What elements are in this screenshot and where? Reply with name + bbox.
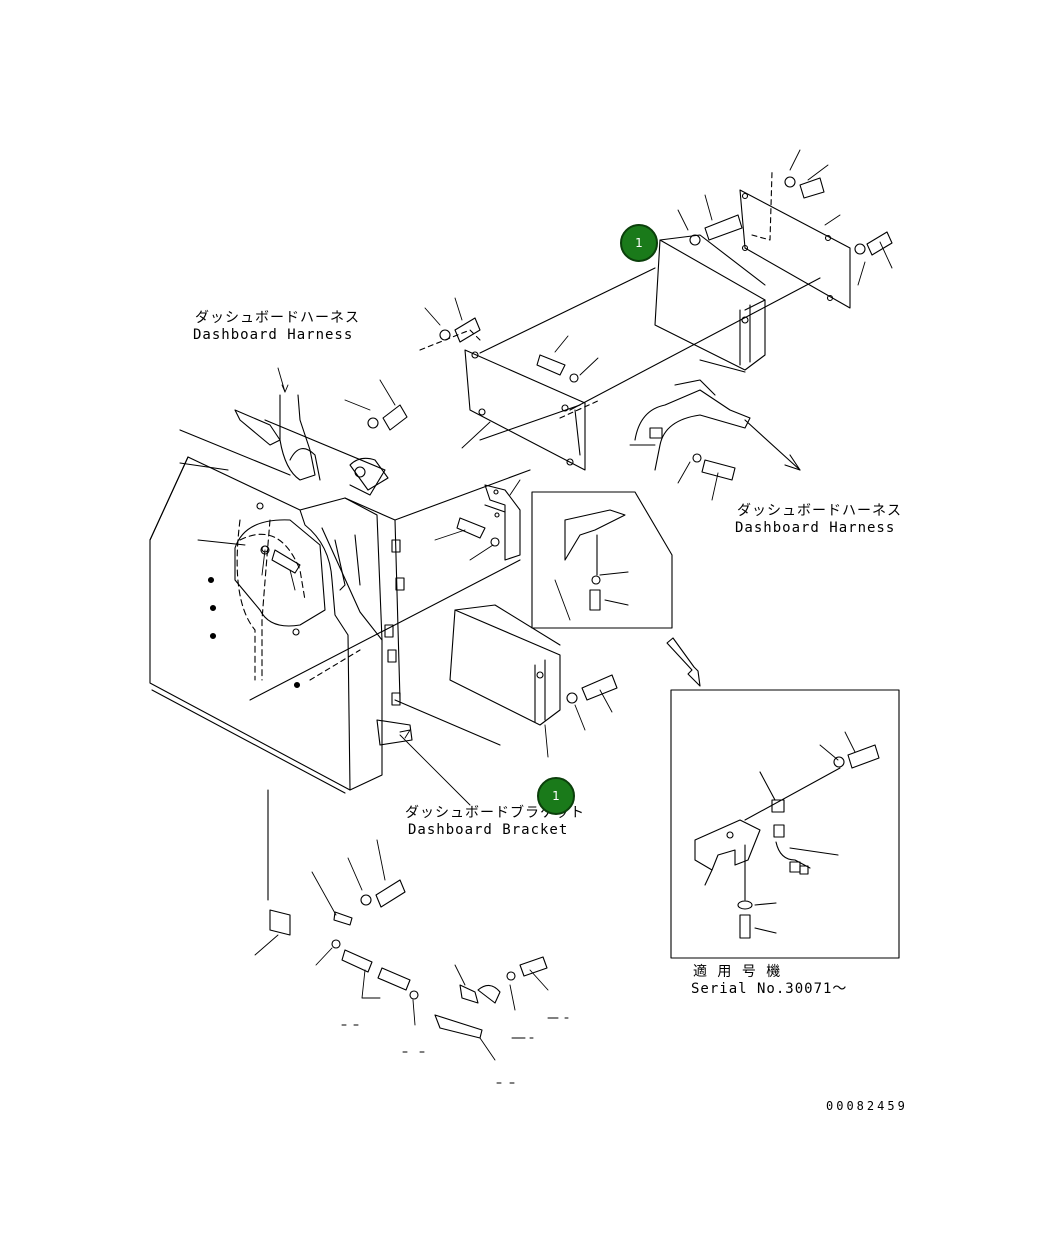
figure-number: 00082459 (826, 1099, 908, 1113)
bracket-label-jp: ダッシュボードブラケット (405, 805, 585, 821)
upper-cover-plate (739, 171, 851, 309)
detail-inset-2 (670, 689, 900, 959)
middle-bracket (484, 484, 521, 561)
harness-top-label-en: Dashboard Harness (193, 327, 354, 343)
detail-inset-1 (531, 491, 673, 629)
callout-marker-2[interactable]: 1 (537, 777, 575, 815)
assembly-lines (179, 267, 821, 901)
harness-top-label-jp: ダッシュボードハーネス (195, 310, 360, 326)
upper-controller-box (654, 234, 766, 373)
bracket-label-en: Dashboard Bracket (408, 822, 569, 838)
tiny-marks (341, 1017, 569, 1084)
harness-right-label-en: Dashboard Harness (735, 520, 896, 536)
dashboard-panel (149, 456, 413, 794)
lower-controller-box (449, 604, 561, 726)
serial-label-en: Serial No.30071～ (691, 981, 848, 997)
serial-label-jp: 適 用 号 機 (693, 964, 782, 980)
harness-right-label-jp: ダッシュボードハーネス (737, 503, 902, 519)
detail-arrow (666, 637, 701, 687)
harness-clamp (234, 394, 389, 496)
callout-marker-1[interactable]: 1 (620, 224, 658, 262)
upper-back-plate (419, 329, 586, 471)
right-harness (634, 379, 801, 471)
leader-lines (197, 149, 893, 1061)
